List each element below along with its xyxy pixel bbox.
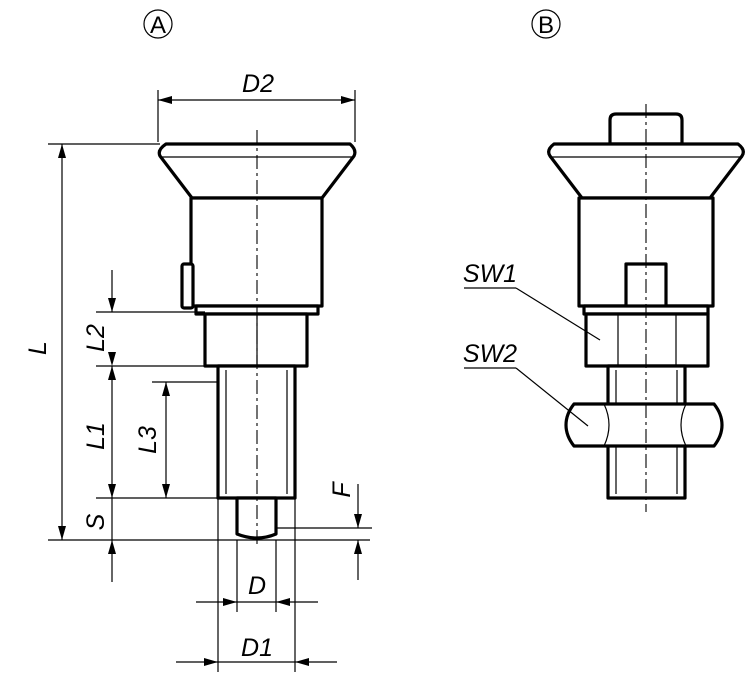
- l1-arrow-bottom: [108, 484, 116, 498]
- s-label: S: [82, 513, 110, 530]
- d1-label: D1: [241, 634, 273, 662]
- l-arrow-top: [58, 144, 66, 158]
- hex-nut-a: [203, 312, 309, 368]
- l2-label: L2: [82, 324, 110, 352]
- d2-arrow-left: [158, 96, 172, 104]
- l1-arrow-top: [108, 366, 116, 380]
- nut-face-left: [603, 403, 610, 447]
- view-a: A D2 L: [24, 9, 372, 672]
- l-label: L: [24, 341, 52, 355]
- d-arrow-right: [276, 598, 290, 606]
- l2-arrow-top: [108, 298, 116, 312]
- nut-face-right: [680, 403, 687, 447]
- l3-arrow-top: [162, 382, 170, 396]
- sw1-label: SW1: [463, 260, 517, 288]
- f-label: F: [328, 481, 356, 498]
- s-arrow: [108, 540, 116, 554]
- d2-arrow-right: [341, 96, 355, 104]
- l2-arrow-bottom: [108, 352, 116, 366]
- d1-arrow-right: [295, 658, 309, 666]
- sw2-label: SW2: [463, 340, 517, 368]
- d-label: D: [248, 572, 266, 600]
- l-arrow-bottom: [58, 526, 66, 540]
- sw1-leader: [515, 287, 601, 341]
- f-arrow-bottom: [354, 540, 362, 554]
- view-b-marker: B: [538, 12, 554, 39]
- l3-arrow-bottom: [162, 484, 170, 498]
- view-a-marker: A: [150, 12, 166, 39]
- side-tab-a: [180, 262, 195, 310]
- lock-nut-sw2-b: [564, 402, 724, 448]
- d-arrow-left: [223, 598, 237, 606]
- f-arrow-top: [354, 514, 362, 528]
- hex-sw1-b: [584, 312, 710, 368]
- view-a-marker-circle: [143, 9, 173, 39]
- d2-label: D2: [242, 70, 274, 98]
- l3-label: L3: [134, 426, 162, 454]
- view-b-marker-circle: [531, 9, 561, 39]
- view-b: B SW1 SW2: [463, 9, 745, 512]
- d1-arrow-left: [204, 658, 218, 666]
- l1-label: L1: [82, 422, 110, 450]
- sw2-leader: [515, 367, 589, 427]
